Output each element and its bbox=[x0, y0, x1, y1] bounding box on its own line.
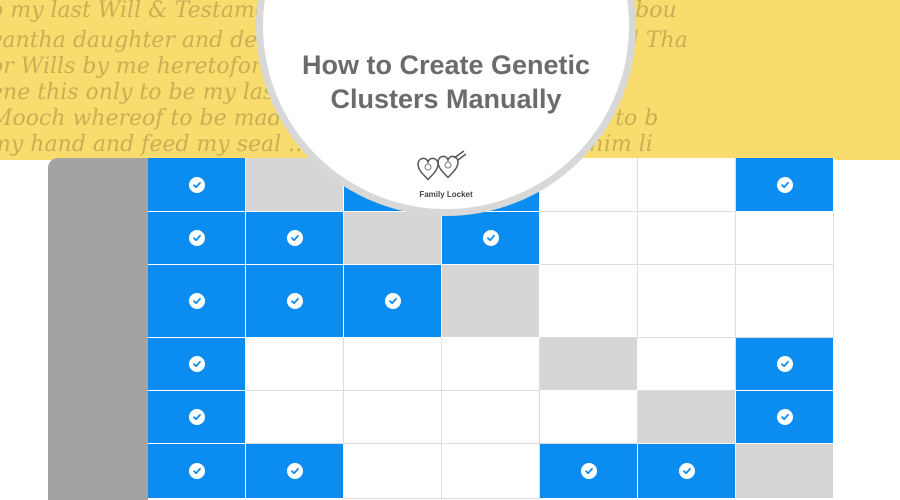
checkmark-icon bbox=[776, 176, 793, 193]
checkmark-icon bbox=[286, 293, 303, 309]
match-cell bbox=[736, 391, 834, 444]
logo-text: Family Locket bbox=[419, 190, 473, 199]
empty-cell bbox=[246, 338, 344, 391]
match-cell bbox=[540, 444, 638, 499]
checkmark-icon bbox=[188, 463, 205, 479]
diagonal-cell bbox=[540, 338, 638, 391]
match-cell bbox=[246, 265, 344, 338]
empty-cell bbox=[540, 391, 638, 444]
match-cell bbox=[148, 444, 246, 499]
checkmark-icon bbox=[188, 293, 205, 309]
diagonal-cell bbox=[638, 391, 736, 444]
empty-cell bbox=[638, 265, 736, 338]
match-cell bbox=[148, 212, 246, 265]
match-cell bbox=[344, 265, 442, 338]
empty-cell bbox=[736, 212, 834, 265]
match-cell bbox=[148, 158, 246, 212]
match-cell bbox=[246, 212, 344, 265]
checkmark-icon bbox=[678, 463, 695, 479]
checkmark-icon bbox=[776, 356, 793, 372]
row-header-column bbox=[48, 158, 148, 500]
empty-cell bbox=[638, 212, 736, 265]
empty-cell bbox=[344, 444, 442, 499]
empty-cell bbox=[246, 391, 344, 444]
checkmark-icon bbox=[286, 463, 303, 479]
empty-cell bbox=[442, 391, 540, 444]
cluster-grid bbox=[48, 158, 834, 500]
match-cell bbox=[148, 265, 246, 338]
checkmark-icon bbox=[188, 176, 205, 193]
empty-cell bbox=[638, 338, 736, 391]
match-cell bbox=[736, 338, 834, 391]
empty-cell bbox=[442, 338, 540, 391]
checkmark-icon bbox=[384, 293, 401, 309]
match-cell bbox=[638, 444, 736, 499]
match-cell bbox=[442, 212, 540, 265]
match-cell bbox=[148, 391, 246, 444]
empty-cell bbox=[442, 444, 540, 499]
family-locket-logo: Family Locket bbox=[408, 150, 484, 206]
match-cell bbox=[736, 158, 834, 212]
checkmark-icon bbox=[482, 230, 499, 246]
diagonal-cell bbox=[736, 444, 834, 499]
diagonal-cell bbox=[344, 212, 442, 265]
empty-cell bbox=[344, 338, 442, 391]
checkmark-icon bbox=[188, 230, 205, 246]
checkmark-icon bbox=[286, 230, 303, 246]
title-line-1: How to Create Genetic bbox=[301, 50, 591, 80]
diagonal-cell bbox=[442, 265, 540, 338]
empty-cell bbox=[540, 265, 638, 338]
page-title: How to Create Genetic Clusters Manually bbox=[256, 48, 636, 116]
match-cell bbox=[148, 338, 246, 391]
checkmark-icon bbox=[776, 409, 793, 425]
checkmark-icon bbox=[188, 356, 205, 372]
grid-cells bbox=[148, 158, 834, 500]
title-line-2: Clusters Manually bbox=[330, 84, 562, 114]
checkmark-icon bbox=[188, 409, 205, 425]
checkmark-icon bbox=[580, 463, 597, 479]
empty-cell bbox=[344, 391, 442, 444]
empty-cell bbox=[638, 158, 736, 212]
empty-cell bbox=[540, 212, 638, 265]
empty-cell bbox=[736, 265, 834, 338]
match-cell bbox=[246, 444, 344, 499]
heart-locket-icon bbox=[417, 150, 467, 181]
